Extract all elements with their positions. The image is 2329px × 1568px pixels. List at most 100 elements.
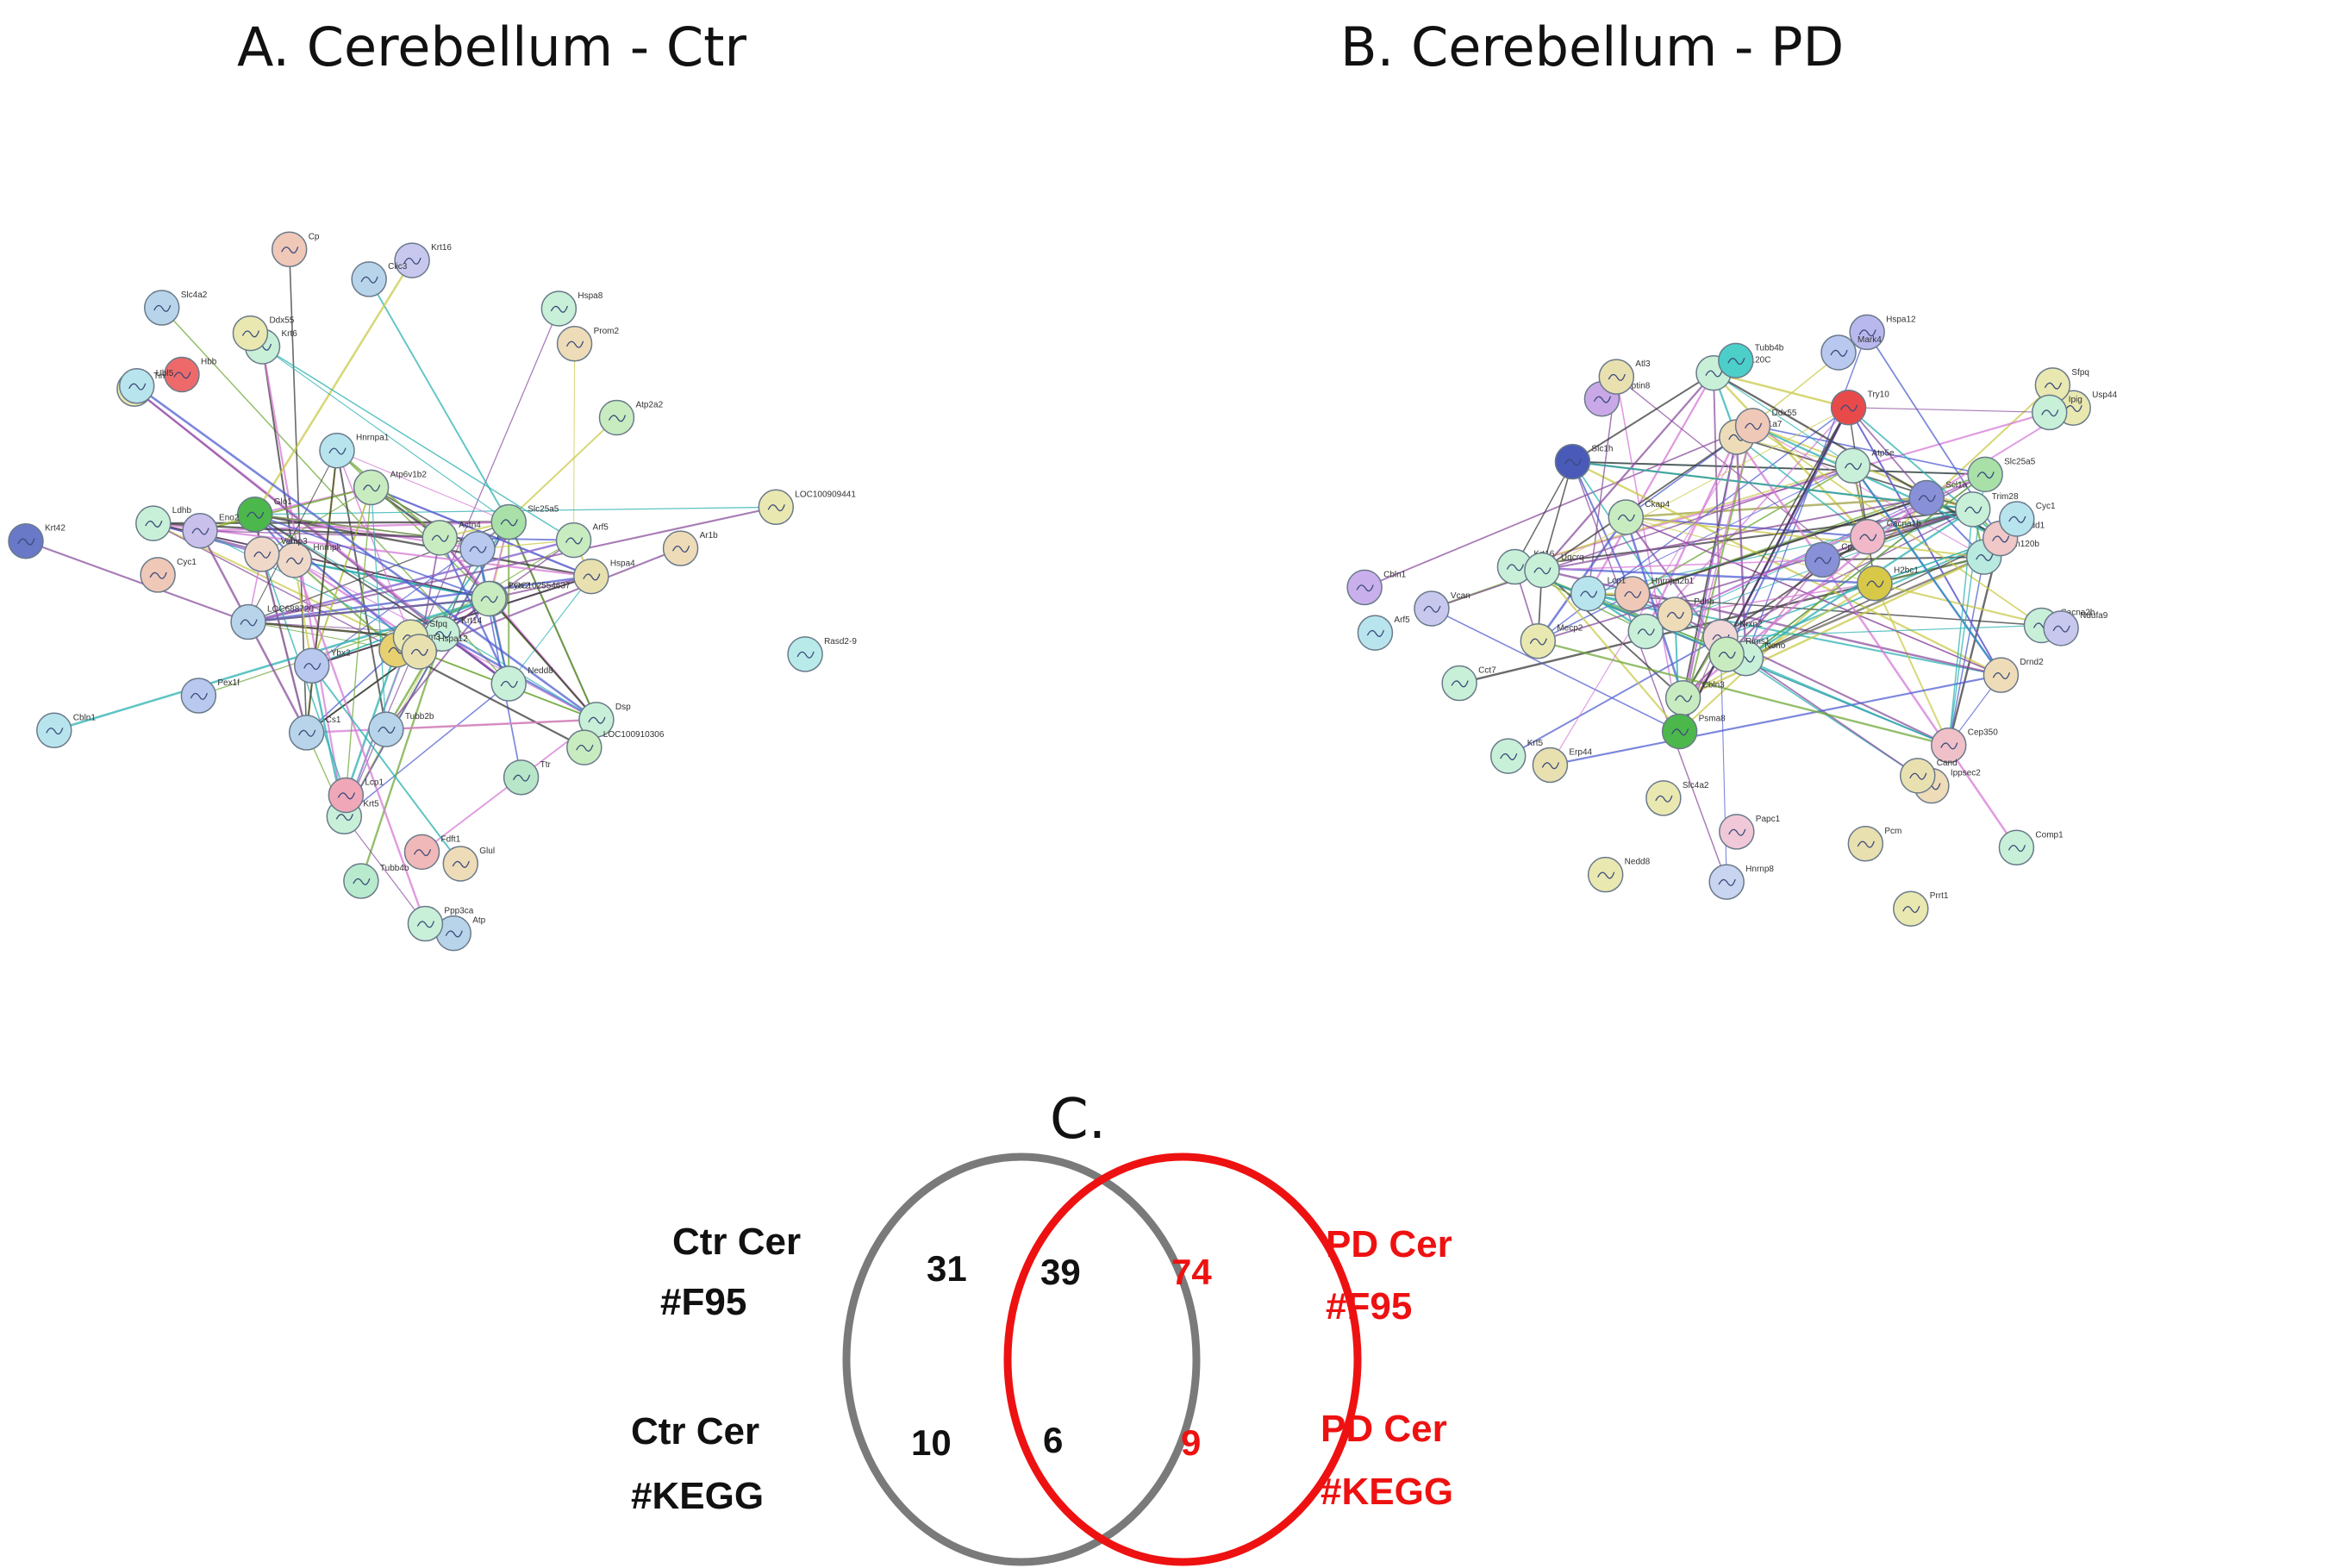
network-edge: [1848, 407, 2050, 414]
protein-structure-icon: [1840, 404, 1858, 412]
node-label: Cyc1: [2036, 502, 2056, 511]
protein-structure-icon: [1718, 651, 1736, 659]
protein-structure-icon: [240, 619, 258, 627]
network-edge: [368, 278, 510, 522]
network-node: Cep350: [1931, 727, 1998, 764]
panel-c-title: C.: [1050, 1088, 1107, 1152]
network-edge: [200, 530, 440, 539]
node-label: Arf5: [593, 523, 609, 533]
protein-structure-icon: [191, 528, 209, 535]
protein-structure-icon: [1580, 590, 1598, 598]
network-node: Cct7: [1441, 665, 1496, 702]
venn-f95-shared: 39: [1040, 1252, 1081, 1292]
node-label: Comp1: [2035, 830, 2064, 840]
network-edge: [1645, 436, 1738, 632]
network-edge: [1571, 461, 1727, 883]
node-label: Actn4: [459, 521, 481, 530]
network-ctr-nodes: Krt42Krt16Krt14Krt5Krt6DspProm2Actn4LOC1…: [8, 231, 857, 952]
network-node: Cand: [1900, 758, 1957, 794]
protein-structure-icon: [1830, 349, 1848, 357]
network-edge: [490, 598, 597, 721]
network-edge: [1713, 372, 1849, 409]
node-label: Prom2: [594, 327, 620, 336]
network-edge: [254, 513, 443, 635]
network-edge: [573, 343, 576, 540]
network-node: Krt5: [1489, 738, 1543, 774]
node-label: Cep350: [1968, 728, 1998, 738]
network-edge: [1683, 582, 1876, 699]
network-node: Trim28: [1955, 491, 2019, 528]
protein-structure-icon: [583, 573, 601, 581]
network-edge: [1615, 376, 1681, 732]
node-label: Hspa12: [1886, 315, 1916, 324]
protein-structure-icon: [1608, 373, 1626, 381]
node-label: Slc25a5: [2004, 457, 2036, 466]
network-edge: [371, 487, 387, 730]
protein-structure-icon: [2007, 845, 2026, 853]
node-label: Fam120b: [2003, 540, 2040, 549]
node-label: Scl1a: [1945, 480, 1967, 490]
protein-structure-icon: [671, 545, 690, 553]
node-label: Nono: [1764, 641, 1785, 651]
protein-structure-icon: [500, 519, 518, 527]
protein-structure-icon: [1858, 329, 1876, 337]
network-edge: [53, 597, 491, 732]
network-node: Atp5e: [1834, 447, 1895, 484]
network-edge: [343, 815, 426, 924]
network-node: Cbln1: [36, 712, 96, 749]
network-node: Atl3: [1598, 359, 1651, 395]
node-label: Cpe: [1841, 542, 1858, 552]
network-node: H2bc1: [1857, 565, 1919, 602]
network-edge: [1752, 424, 1986, 476]
protein-structure-icon: [1675, 695, 1693, 703]
node-label: Mark4: [1858, 335, 1882, 345]
network-edge: [336, 450, 509, 522]
network-node: Krt42: [8, 522, 66, 559]
protein-structure-icon: [46, 728, 64, 735]
node-label: Krt5: [363, 799, 379, 809]
protein-structure-icon: [128, 383, 147, 390]
network-edge: [1713, 372, 1721, 638]
network-node: Ddx55: [232, 315, 295, 352]
network-edge: [1948, 509, 1974, 746]
node-label: Papc1: [1756, 815, 1781, 824]
protein-structure-icon: [1744, 422, 1763, 430]
protein-structure-icon: [328, 447, 347, 455]
network-node: Hnrnp8: [1708, 864, 1774, 900]
network-node: Try10: [1830, 389, 1889, 426]
network-edge: [153, 522, 591, 578]
network-ctr-edges: [25, 249, 777, 924]
network-node: Rasd2-9: [787, 636, 857, 672]
node-label: Krt6: [282, 329, 298, 339]
protein-structure-icon: [149, 572, 167, 579]
network-edge: [508, 522, 597, 721]
venn-left-label-2a: Ctr Cer: [631, 1410, 759, 1452]
protein-structure-icon: [285, 557, 303, 565]
protein-structure-icon: [796, 651, 815, 659]
network-edge: [247, 450, 338, 622]
protein-structure-icon: [1976, 553, 1994, 561]
network-node: Pcm: [1847, 826, 1901, 862]
node-label: Hbb: [201, 358, 217, 367]
network-node: LOC688720: [230, 603, 314, 640]
protein-structure-icon: [378, 726, 396, 734]
network-node: Ubl5: [118, 368, 174, 404]
node-label: Glul: [479, 846, 495, 856]
protein-structure-icon: [335, 814, 353, 821]
network-node: Dsp: [578, 702, 631, 738]
network-node: Nedd8: [490, 665, 553, 702]
network-edge: [1735, 436, 2018, 848]
protein-structure-icon: [576, 744, 594, 752]
network-edge: [1571, 461, 1677, 615]
network-node: Lcp1: [328, 777, 384, 814]
node-label: Nrxn2: [1739, 620, 1763, 629]
protein-structure-icon: [1866, 580, 1884, 588]
protein-structure-icon: [17, 538, 35, 546]
network-node: Glul: [442, 846, 495, 882]
network-edge: [1625, 516, 1684, 699]
node-label: Usp44: [2092, 390, 2117, 400]
network-edge: [1572, 460, 1986, 476]
network-node: Hspa12: [401, 634, 468, 670]
network-node: Erp44: [1532, 747, 1593, 784]
node-label: Eno2: [219, 514, 240, 523]
